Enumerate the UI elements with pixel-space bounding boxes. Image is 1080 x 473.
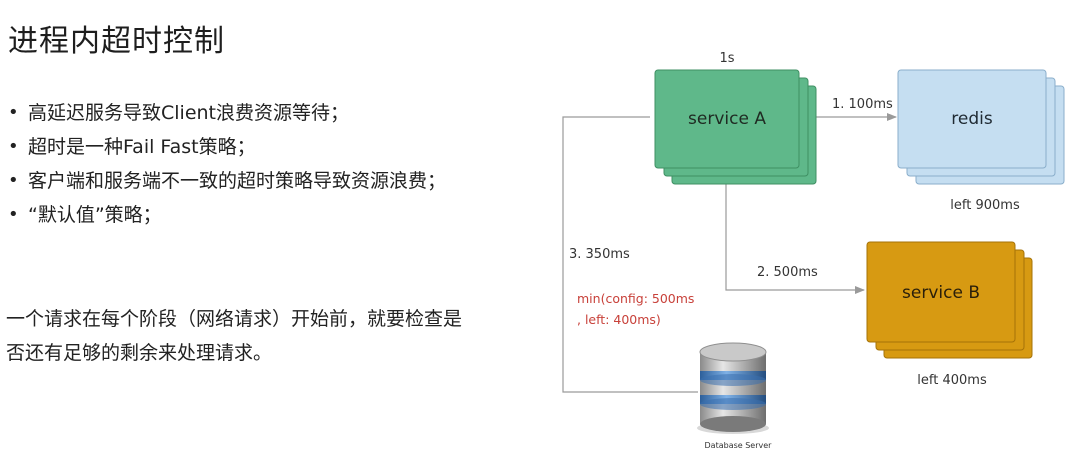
database-body bbox=[700, 352, 766, 424]
summary-paragraph: 一个请求在每个阶段（网络请求）开始前，就要检查是否还有足够的剩余来处理请求。 bbox=[6, 308, 463, 364]
redis-note: left 900ms bbox=[950, 198, 1020, 213]
service-a-budget: 1s bbox=[719, 51, 734, 66]
service-b-box bbox=[866, 241, 1016, 343]
database-bottom bbox=[700, 416, 766, 432]
bullet-list: 高延迟服务导致Client浪费资源等待； 超时是一种Fail Fast策略； 客… bbox=[6, 96, 476, 232]
database-top bbox=[699, 342, 767, 362]
edge-label-redis: 1. 100ms bbox=[832, 97, 893, 112]
edge-a-to-database bbox=[562, 116, 698, 393]
annotation-line-2: , left: 400ms) bbox=[577, 312, 661, 327]
service-b-node: service B left 400ms bbox=[866, 241, 1033, 388]
service-a-label: service A bbox=[688, 109, 766, 129]
bullet-item: 超时是一种Fail Fast策略； bbox=[6, 130, 476, 164]
service-a-node: service A 1s bbox=[654, 51, 817, 185]
database-ring-edge bbox=[700, 374, 766, 386]
database-label: Database Server bbox=[705, 441, 773, 450]
bullet-item: 高延迟服务导致Client浪费资源等待； bbox=[6, 96, 476, 130]
annotation-line-1: min(config: 500ms bbox=[577, 291, 694, 306]
redis-node: redis left 900ms bbox=[897, 69, 1065, 213]
edge-a-to-service-b bbox=[725, 170, 865, 294]
bullet-item: 客户端和服务端不一致的超时策略导致资源浪费； bbox=[6, 164, 476, 198]
service-a-box bbox=[654, 69, 800, 169]
redis-label: redis bbox=[951, 109, 993, 129]
page-title: 进程内超时控制 bbox=[8, 24, 225, 59]
bullet-item: “默认值”策略； bbox=[6, 198, 476, 232]
service-b-label: service B bbox=[902, 283, 980, 303]
redis-box bbox=[897, 69, 1047, 169]
edge-label-database: 3. 350ms bbox=[569, 247, 630, 262]
connectors bbox=[562, 113, 897, 393]
database-ring-edge bbox=[700, 398, 766, 410]
edge-label-service-b: 2. 500ms bbox=[757, 265, 818, 280]
service-b-note: left 400ms bbox=[917, 373, 987, 388]
database-server-icon: Database Server bbox=[697, 342, 773, 450]
